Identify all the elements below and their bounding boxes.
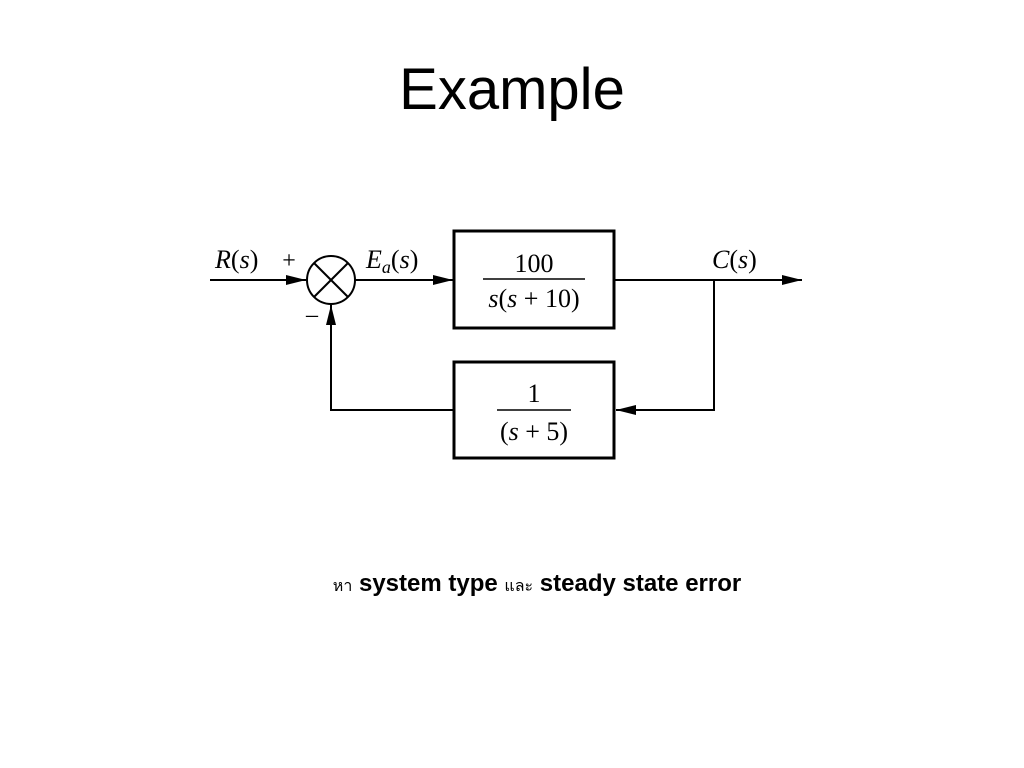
feedback-denominator: (s + 5) xyxy=(500,417,568,446)
plus-sign: + xyxy=(282,248,296,274)
task-instruction: หา system type และ steady state error xyxy=(0,566,1024,604)
output-label: C(s) xyxy=(712,245,757,274)
minus-sign: – xyxy=(305,302,319,328)
thai-find-word: หา xyxy=(332,576,353,595)
steady-state-error-term: steady state error xyxy=(539,570,742,597)
feedback-pickoff-line xyxy=(616,280,715,415)
summing-junction xyxy=(306,255,356,305)
forward-denominator: s(s + 10) xyxy=(488,284,579,313)
input-label: R(s) xyxy=(214,245,258,274)
feedback-numerator: 1 xyxy=(528,379,541,408)
error-label: Ea(s) xyxy=(365,245,418,277)
thai-and-word: และ xyxy=(504,576,534,595)
slide-title: Example xyxy=(399,57,625,122)
system-type-term: system type xyxy=(358,570,498,597)
feedback-return-line xyxy=(326,305,454,411)
forward-numerator: 100 xyxy=(515,249,554,278)
